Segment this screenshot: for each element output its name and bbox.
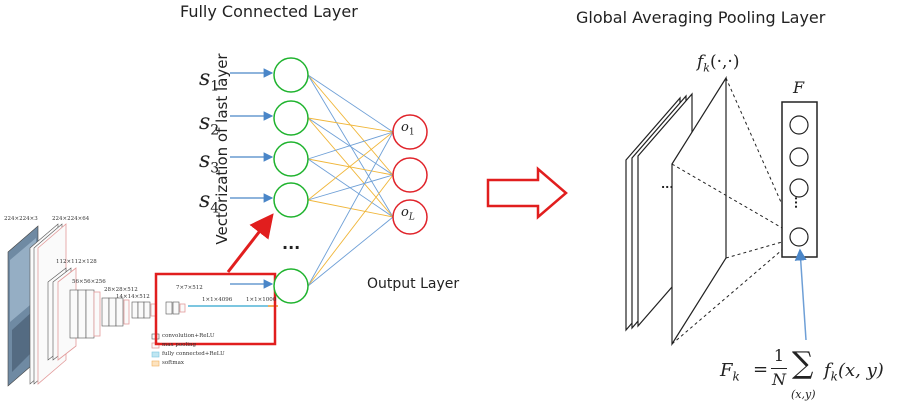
input-neurons xyxy=(273,57,309,304)
fc-edge xyxy=(307,216,394,287)
highlight-box xyxy=(154,272,277,346)
pooled-vector-ellipsis: ... xyxy=(791,196,805,209)
pooled-unit-1 xyxy=(789,115,809,135)
input-neuron-5 xyxy=(273,268,309,304)
legend-fc: fully connected+ReLU xyxy=(162,351,225,357)
feature-maps xyxy=(625,75,797,347)
feature-maps-ellipsis: ... xyxy=(661,178,674,191)
output-layer-label: Output Layer xyxy=(367,276,460,292)
input-arrows xyxy=(230,68,274,289)
legend-conv: convolution+ReLU xyxy=(162,333,215,339)
pooled-unit-2 xyxy=(789,147,809,167)
highlight-arrow xyxy=(226,213,274,273)
formula-fraction-bar xyxy=(771,368,787,369)
legend-swatch-fc xyxy=(151,351,160,358)
input-neuron-2 xyxy=(273,100,309,136)
fc-edge xyxy=(307,158,394,176)
input-label-s1: s1 xyxy=(199,66,220,95)
vgg-dim-9: 1×1×1000 xyxy=(246,297,277,303)
fc-edge xyxy=(307,117,394,218)
fc-edge xyxy=(307,117,394,133)
fc-edge xyxy=(307,158,394,218)
formula-sum: ∑ xyxy=(792,346,814,381)
vgg-network xyxy=(7,223,278,387)
pooled-vector xyxy=(781,101,818,258)
conv-block-5 xyxy=(131,301,139,319)
fc-title: Fully Connected Layer xyxy=(180,2,358,21)
neurons-ellipsis: ... xyxy=(282,234,301,253)
legend-softmax: softmax xyxy=(162,360,184,366)
input-neuron-3 xyxy=(273,141,309,177)
input-label-s2: s2 xyxy=(199,110,220,139)
fc-edge xyxy=(307,131,394,160)
formula-arrow xyxy=(794,248,807,341)
formula-lhs: Fk xyxy=(720,360,740,384)
output-label-o1: o1 xyxy=(401,120,415,138)
fc-edge xyxy=(307,74,394,133)
vgg-dim-1: 224×224×3 xyxy=(4,216,38,222)
pooled-unit-3 xyxy=(789,178,809,198)
formula-den: N xyxy=(772,370,786,389)
legend-swatch-softmax xyxy=(151,360,160,367)
fc-edge xyxy=(307,174,394,287)
pooled-unit-k xyxy=(789,227,809,247)
fc-edge xyxy=(307,117,394,176)
vgg-dim-7: 7×7×512 xyxy=(176,285,203,291)
vgg-dim-6: 14×14×512 xyxy=(116,294,150,300)
vgg-dim-4: 56×56×256 xyxy=(72,279,106,285)
vgg-dim-2: 224×224×64 xyxy=(52,216,90,222)
input-neuron-1 xyxy=(273,57,309,93)
output-neuron-1 xyxy=(392,114,428,150)
legend-pool: max pooling xyxy=(162,342,197,348)
transition-arrow-icon xyxy=(486,166,568,220)
fc-edges xyxy=(307,74,394,287)
formula-eq: = xyxy=(753,359,769,380)
input-label-s3: s3 xyxy=(199,148,220,177)
output-neuron-3 xyxy=(392,199,428,235)
vgg-dim-3: 112×112×128 xyxy=(56,259,97,265)
conv-block-4 xyxy=(101,297,110,327)
vgg-dim-5: 28×28×512 xyxy=(104,287,138,293)
fc-edge xyxy=(307,131,394,201)
formula-num: 1 xyxy=(773,346,785,365)
fc-edge xyxy=(307,174,394,201)
input-neuron-4 xyxy=(273,182,309,218)
output-label-oL: oL xyxy=(401,205,415,223)
output-neurons xyxy=(392,114,428,235)
gap-formula: Fk = 1 N ∑ (x,y) fk(x, y) xyxy=(720,344,898,404)
gap-title: Global Averaging Pooling Layer xyxy=(576,8,826,27)
input-label-s4: s4 xyxy=(199,188,220,217)
conv-block-3 xyxy=(69,289,79,339)
pooled-vector-label: F xyxy=(793,78,805,97)
formula-rhs: fk(x, y) xyxy=(824,360,884,384)
feature-map-label: fk(·,·) xyxy=(697,52,740,75)
fc-edge xyxy=(307,131,394,287)
vgg-dim-8: 1×1×4096 xyxy=(202,297,233,303)
formula-sum-sub: (x,y) xyxy=(791,388,816,401)
output-neuron-2 xyxy=(392,157,428,193)
